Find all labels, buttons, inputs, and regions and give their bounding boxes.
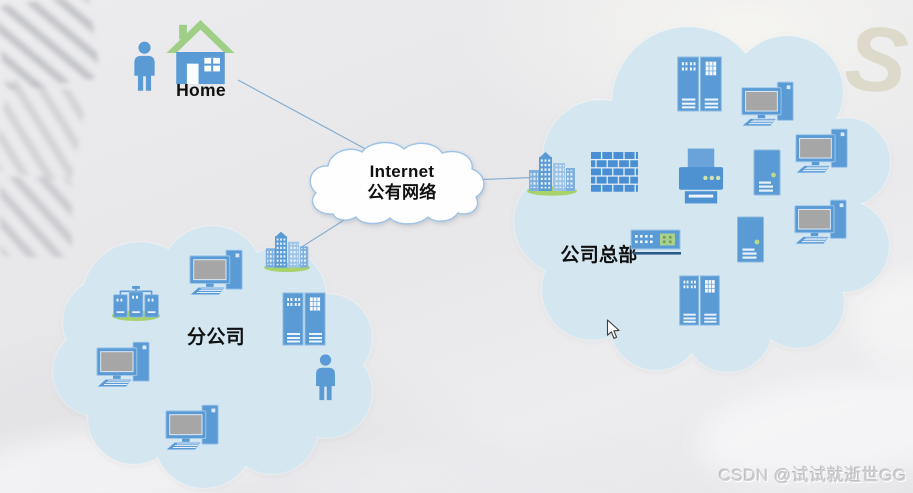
internet-label: Internet 公有网络 xyxy=(329,162,475,203)
person-icon xyxy=(312,352,339,405)
home-label: Home xyxy=(176,80,226,100)
desktop-computer-icon xyxy=(164,404,221,452)
desktop-computer-icon xyxy=(793,199,849,246)
desktop-computer-icon xyxy=(188,249,245,297)
house-icon xyxy=(166,18,235,86)
csdn-watermark: CSDN @试试就逝世GG xyxy=(718,466,907,485)
branch-office-label: 分公司 xyxy=(187,327,245,348)
desktop-computer-icon xyxy=(740,81,796,128)
network-switch-icon xyxy=(630,227,682,257)
printer-icon xyxy=(677,147,726,205)
tower-server-icon xyxy=(752,149,782,196)
headquarters-label: 公司总部 xyxy=(560,245,638,266)
mouse-cursor-icon xyxy=(606,319,620,340)
internet-label-line1: Internet xyxy=(369,162,435,181)
home-person-icon xyxy=(130,39,159,96)
tower-server-icon xyxy=(736,216,765,263)
firewall-icon xyxy=(591,152,638,193)
desktop-computer-icon xyxy=(95,341,152,389)
server-cluster-icon xyxy=(110,285,162,322)
desktop-computer-icon xyxy=(794,128,850,175)
office-building-icon xyxy=(263,229,311,273)
server-cabinet-icon xyxy=(676,56,723,112)
server-cabinet-icon xyxy=(678,275,721,326)
office-building-icon xyxy=(526,150,578,196)
internet-cloud xyxy=(309,141,485,225)
server-cabinet-icon xyxy=(282,292,326,346)
internet-label-line2: 公有网络 xyxy=(367,182,437,202)
